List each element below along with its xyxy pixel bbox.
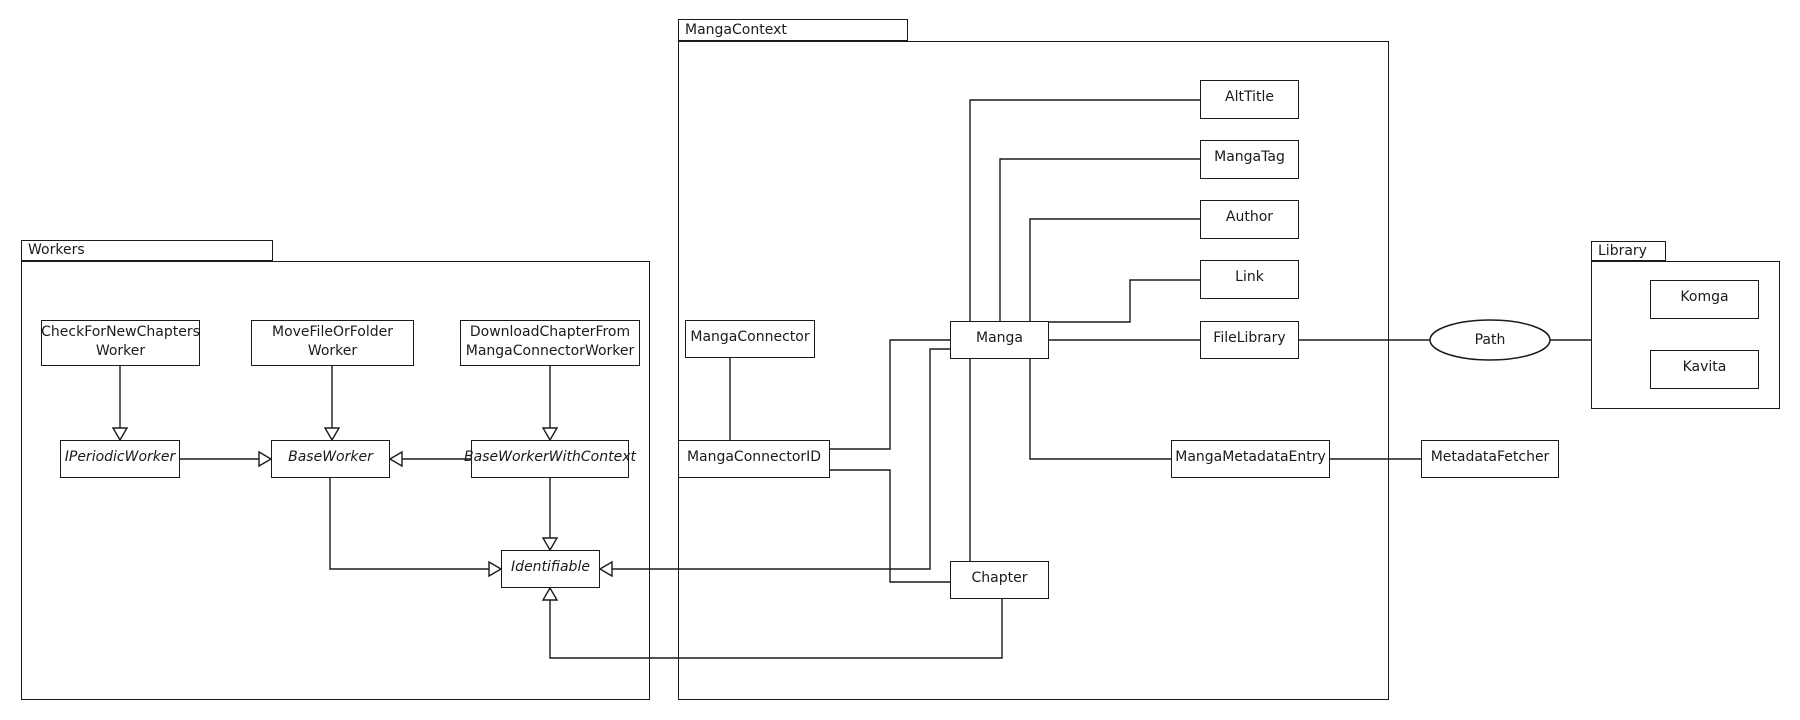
edge-manga-alttitle	[969, 99, 1200, 321]
node-label: BaseWorker	[288, 448, 373, 465]
node-label: MangaConnectorWorker	[465, 343, 635, 359]
edge-baseworker-identifiable	[329, 478, 503, 578]
package-body-workers	[21, 261, 650, 700]
edge-manga-identifiable	[598, 348, 950, 578]
package-label-library: Library	[1598, 242, 1647, 259]
node-metadata-fetcher: MetadataFetcher	[1421, 440, 1559, 478]
node-base-worker-with-context: BaseWorkerWithContext	[464, 440, 636, 478]
edge-chapter-identifiable	[541, 586, 1003, 659]
node-link: Link	[1200, 260, 1299, 299]
node-move-file-or-folder-worker: MoveFileOrFolder Worker	[251, 320, 414, 366]
edge-downloadworker-baseworkerwithcontext	[541, 366, 559, 442]
node-chapter: Chapter	[950, 561, 1049, 599]
edge-manga-mangatag	[999, 158, 1200, 321]
node-alt-title: AltTitle	[1200, 80, 1299, 119]
node-manga-connector: MangaConnector	[685, 320, 815, 358]
node-base-worker: BaseWorker	[271, 440, 390, 478]
node-manga: Manga	[950, 321, 1049, 359]
edge-manga-mangametadataentry	[1029, 359, 1171, 460]
package-body-mangacontext	[678, 41, 1389, 700]
package-tab-workers: Workers	[21, 240, 273, 261]
edge-manga-author	[1029, 218, 1200, 321]
node-label: MetadataFetcher	[1430, 448, 1550, 465]
package-label-workers: Workers	[28, 242, 85, 258]
node-author: Author	[1200, 200, 1299, 239]
node-label: Worker	[307, 343, 358, 359]
node-file-library: FileLibrary	[1200, 321, 1299, 359]
package-tab-library: Library	[1591, 241, 1666, 261]
node-label: Author	[1225, 209, 1274, 226]
node-label: MangaConnector	[690, 328, 810, 345]
edge-baseworkerwithcontext-identifiable	[541, 478, 559, 552]
edge-manga-link	[1049, 279, 1200, 323]
node-manga-connector-id: MangaConnectorID	[678, 440, 830, 478]
node-label: MoveFileOrFolder	[271, 324, 393, 341]
package-body-library	[1591, 261, 1780, 409]
node-download-chapter-from-manga-connector-worker: DownloadChapterFrom MangaConnectorWorker	[460, 320, 640, 366]
edge-moveworker-baseworker	[323, 366, 341, 442]
node-label: DownloadChapterFrom	[469, 324, 631, 341]
node-label: Manga	[976, 329, 1023, 346]
node-label: AltTitle	[1225, 89, 1274, 106]
node-label: CheckForNewChapters	[41, 324, 200, 341]
node-label: Chapter	[971, 569, 1028, 586]
node-label: Kavita	[1682, 359, 1727, 376]
node-check-for-new-chapters-worker: CheckForNewChapters Worker	[41, 320, 200, 366]
package-label-mangacontext: MangaContext	[685, 21, 787, 38]
node-identifiable: Identifiable	[501, 550, 600, 588]
node-path: Path	[1430, 320, 1550, 360]
node-label: FileLibrary	[1213, 329, 1286, 346]
edge-iperiodicworker-baseworker	[180, 450, 273, 468]
node-label: Komga	[1680, 289, 1729, 306]
edge-checkworker-iperiodicworker	[111, 366, 129, 442]
node-manga-metadata-entry: MangaMetadataEntry	[1171, 440, 1330, 478]
node-label: Path	[1474, 332, 1506, 348]
node-label: MangaMetadataEntry	[1175, 448, 1326, 465]
node-label: BaseWorkerWithContext	[464, 448, 636, 465]
edge-baseworkerwithcontext-baseworker	[388, 450, 471, 468]
edge-mangaconnectorid-chapter	[830, 469, 950, 583]
node-label: IPeriodicWorker	[64, 448, 176, 465]
node-label: MangaConnectorID	[686, 448, 822, 465]
node-label: Identifiable	[511, 558, 590, 575]
node-kavita: Kavita	[1650, 350, 1759, 389]
node-label: Link	[1235, 269, 1264, 286]
node-manga-tag: MangaTag	[1200, 140, 1299, 179]
node-label: MangaTag	[1214, 149, 1285, 166]
edge-mangaconnectorid-manga	[830, 339, 950, 450]
node-komga: Komga	[1650, 280, 1759, 319]
path-ellipse	[1429, 319, 1551, 361]
node-label: Worker	[95, 343, 146, 359]
node-i-periodic-worker: IPeriodicWorker	[60, 440, 180, 478]
package-tab-mangacontext: MangaContext	[678, 19, 908, 41]
